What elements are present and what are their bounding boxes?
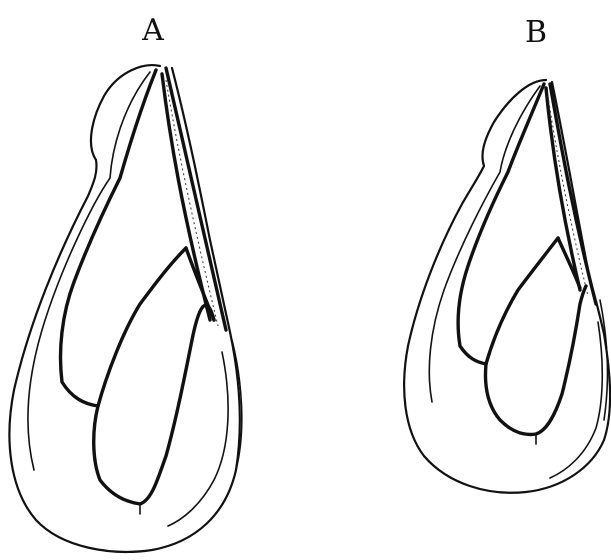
wing-a-inner-margin: [28, 72, 150, 470]
wing-a-vein-1: [61, 70, 157, 406]
wing-a-costal-vein-inner: [162, 74, 210, 320]
wing-b-vein-3: [486, 286, 586, 434]
wing-a-outline: [9, 65, 239, 552]
figure-label-a: A: [141, 13, 164, 48]
wing-b-costal-vein-inner: [546, 88, 580, 290]
wing-a-vein-3: [94, 305, 214, 504]
wing-a-vein-2: [98, 248, 186, 406]
wing-a-costal-hatch: [166, 80, 218, 326]
wing-b-costal-hatch: [548, 96, 588, 296]
wing-b-vein-2: [486, 238, 558, 364]
wing-a-inner-margin-tip: [168, 352, 228, 526]
figure-label-b: B: [525, 15, 547, 50]
wing-b: B: [404, 15, 610, 493]
wing-a: A: [9, 13, 241, 552]
wing-a-costal-vein-outer: [166, 68, 226, 330]
